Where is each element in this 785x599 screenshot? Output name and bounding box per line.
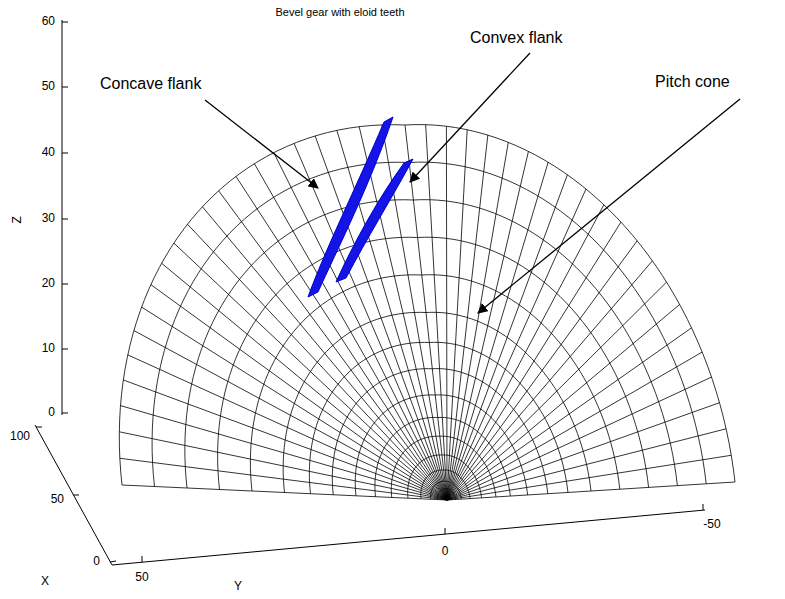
cone-generator-line xyxy=(447,162,548,500)
leader-line xyxy=(410,53,530,182)
cone-generator-line xyxy=(447,328,692,500)
cone-generator-line xyxy=(359,127,447,500)
tick-label: -50 xyxy=(703,518,720,532)
cone-generator-line xyxy=(123,380,447,500)
axes xyxy=(35,20,705,565)
cone-generator-line xyxy=(447,130,467,500)
cone-generator-line xyxy=(274,153,447,500)
cone-generator-line xyxy=(174,243,447,500)
tick-label: 0 xyxy=(93,555,100,569)
tick-label: 50 xyxy=(135,571,148,585)
x-ticks xyxy=(36,427,116,562)
cone-generator-line xyxy=(426,125,447,500)
tick-label: 0 xyxy=(442,545,449,559)
axis-label: Z xyxy=(11,216,25,223)
cone-generator-line xyxy=(162,263,447,500)
cone-generator-line xyxy=(447,377,712,500)
z-ticks xyxy=(62,22,68,413)
leader-line xyxy=(478,99,740,313)
tick-label: 10 xyxy=(42,342,55,356)
cone-generator-line xyxy=(447,241,637,500)
cone-generator-line xyxy=(294,143,447,500)
callout-label: Pitch cone xyxy=(655,73,730,91)
cone-generator-line xyxy=(447,205,604,500)
tick-label: 20 xyxy=(42,277,55,291)
cone-generator-line xyxy=(447,142,508,500)
y-axis xyxy=(112,510,705,565)
tick-label: 0 xyxy=(48,406,55,420)
cone-generator-line xyxy=(121,406,448,500)
cone-generator-line xyxy=(446,126,448,500)
leader-lines xyxy=(205,53,740,313)
cone-generator-line xyxy=(122,485,447,500)
y-ticks xyxy=(142,504,703,562)
cone-generator-line xyxy=(447,403,719,500)
tick-label: 60 xyxy=(42,15,55,29)
cone-generator-line xyxy=(202,207,447,500)
cone-generator-line xyxy=(447,352,702,500)
cone-generator-line xyxy=(447,189,586,500)
cone-generator-line xyxy=(447,304,680,500)
cone-generator-line xyxy=(337,130,447,500)
tick-label: 100 xyxy=(10,430,30,444)
leader-line xyxy=(205,100,318,188)
axis-label: Y xyxy=(234,580,242,594)
cone-generator-line xyxy=(447,455,731,500)
cone-generator-line xyxy=(120,458,447,500)
tick-label: 50 xyxy=(42,80,55,94)
z-axis xyxy=(62,20,63,415)
x-axis xyxy=(35,425,112,565)
cone-generator-line xyxy=(447,261,652,500)
gear-teeth xyxy=(308,117,413,297)
tick-label: 50 xyxy=(51,493,64,507)
callout-label: Convex flank xyxy=(470,29,563,47)
chart-title: Bevel gear with eloid teeth xyxy=(275,6,404,19)
cone-generator-line xyxy=(119,432,447,500)
cone-generator-line xyxy=(128,355,447,500)
cone-generator-line xyxy=(187,224,447,500)
cone-generator-line xyxy=(447,151,528,500)
cone-generator-line xyxy=(447,135,488,500)
callout-label: Concave flank xyxy=(100,75,201,93)
convex-flank-surface xyxy=(336,159,413,282)
cone-generator-line xyxy=(134,331,447,500)
tick-label: 30 xyxy=(42,212,55,226)
axis-label: X xyxy=(41,575,49,589)
tick-label: 40 xyxy=(42,146,55,160)
pitch-cone-mesh xyxy=(119,125,735,500)
